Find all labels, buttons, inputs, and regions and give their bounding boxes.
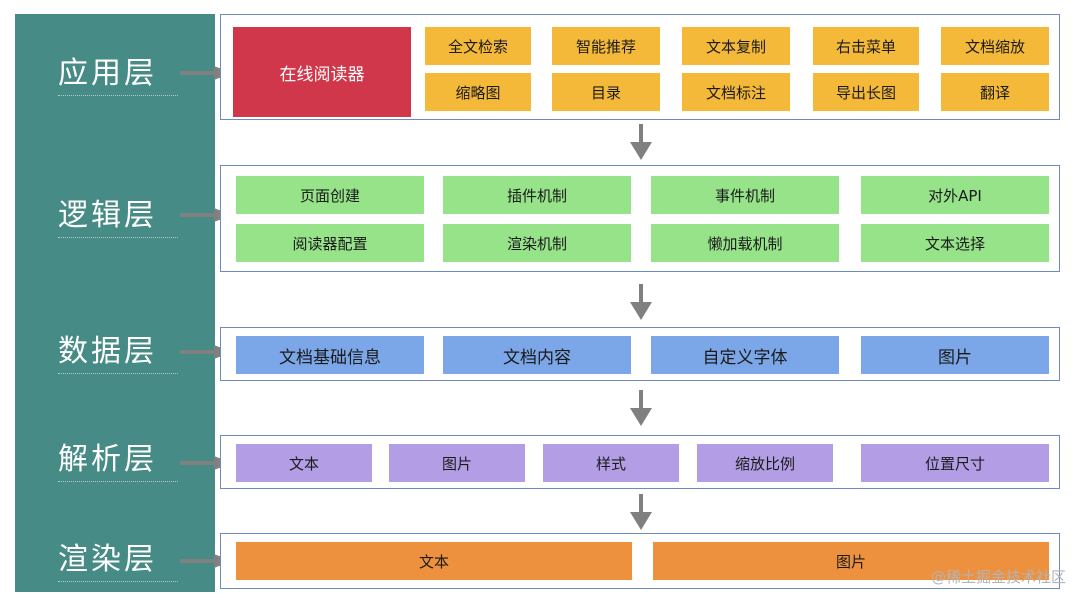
render-item-box: 图片 [653, 542, 1049, 580]
feature-box: 智能推荐 [552, 27, 660, 65]
logic-layer-panel: 页面创建 插件机制 事件机制 对外API 阅读器配置 渲染机制 懒加载机制 文本… [220, 165, 1060, 272]
logic-item-box: 文本选择 [861, 224, 1049, 262]
layer-sidebar [15, 14, 215, 592]
logic-item-box: 插件机制 [443, 176, 631, 214]
feature-box: 全文检索 [425, 27, 531, 65]
layer-label-logic: 逻辑层 [58, 196, 178, 238]
down-arrow-icon [630, 390, 652, 426]
data-item-box: 文档内容 [443, 336, 631, 374]
parse-item-box: 缩放比例 [697, 444, 833, 482]
feature-box: 文本复制 [682, 27, 790, 65]
logic-item-box: 渲染机制 [443, 224, 631, 262]
feature-box: 右击菜单 [813, 27, 919, 65]
down-arrow-icon [630, 124, 652, 160]
data-item-box: 文档基础信息 [236, 336, 424, 374]
render-layer-panel: 文本 图片 [220, 533, 1060, 589]
watermark: @稀土掘金技术社区 [930, 568, 1066, 586]
feature-box: 缩略图 [425, 73, 531, 111]
feature-box: 导出长图 [813, 73, 919, 111]
parse-item-box: 位置尺寸 [861, 444, 1049, 482]
parse-item-box: 样式 [543, 444, 679, 482]
parse-item-box: 图片 [389, 444, 525, 482]
logic-item-box: 懒加载机制 [651, 224, 839, 262]
logic-item-box: 事件机制 [651, 176, 839, 214]
render-item-box: 文本 [236, 542, 632, 580]
logic-item-box: 阅读器配置 [236, 224, 424, 262]
layer-label-render: 渲染层 [58, 540, 178, 582]
app-layer-panel: 在线阅读器 全文检索 智能推荐 文本复制 右击菜单 文档缩放 缩略图 目录 文档… [220, 14, 1060, 120]
down-arrow-icon [630, 284, 652, 320]
parse-item-box: 文本 [236, 444, 372, 482]
layer-label-data: 数据层 [58, 332, 178, 374]
feature-box: 翻译 [941, 73, 1049, 111]
data-item-box: 自定义字体 [651, 336, 839, 374]
logic-item-box: 对外API [861, 176, 1049, 214]
layer-label-app: 应用层 [58, 54, 178, 96]
logic-item-box: 页面创建 [236, 176, 424, 214]
online-reader-box: 在线阅读器 [233, 27, 411, 117]
data-layer-panel: 文档基础信息 文档内容 自定义字体 图片 [220, 327, 1060, 381]
parse-layer-panel: 文本 图片 样式 缩放比例 位置尺寸 [220, 435, 1060, 489]
feature-box: 文档缩放 [941, 27, 1049, 65]
down-arrow-icon [630, 494, 652, 530]
data-item-box: 图片 [861, 336, 1049, 374]
layer-label-parse: 解析层 [58, 440, 178, 482]
feature-box: 目录 [552, 73, 660, 111]
feature-box: 文档标注 [682, 73, 790, 111]
